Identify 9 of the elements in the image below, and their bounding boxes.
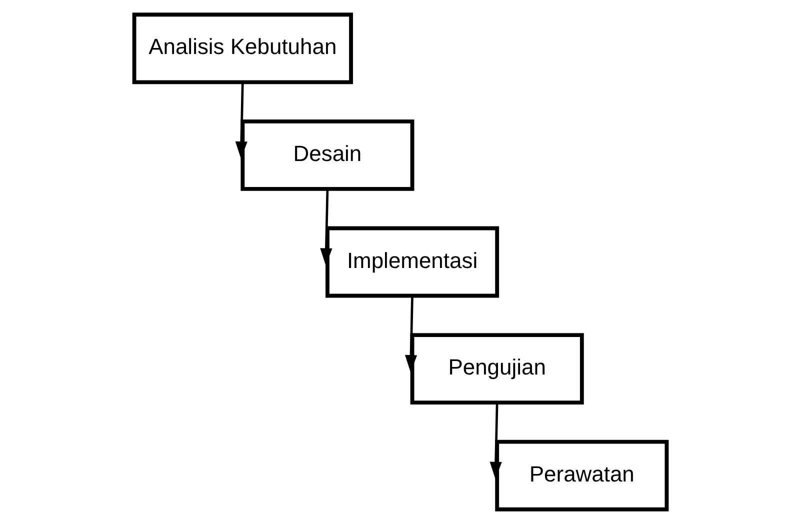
node-box: Implementasi [325,226,499,298]
arrow [489,402,502,480]
node-box: Pengujian [410,333,584,405]
arrow [320,188,332,266]
arrow [234,82,247,159]
node-box: Analisis Kebutuhan [132,12,352,84]
node-box: Perawatan [494,440,668,512]
arrow [404,296,417,372]
node-box: Desain [240,119,414,191]
